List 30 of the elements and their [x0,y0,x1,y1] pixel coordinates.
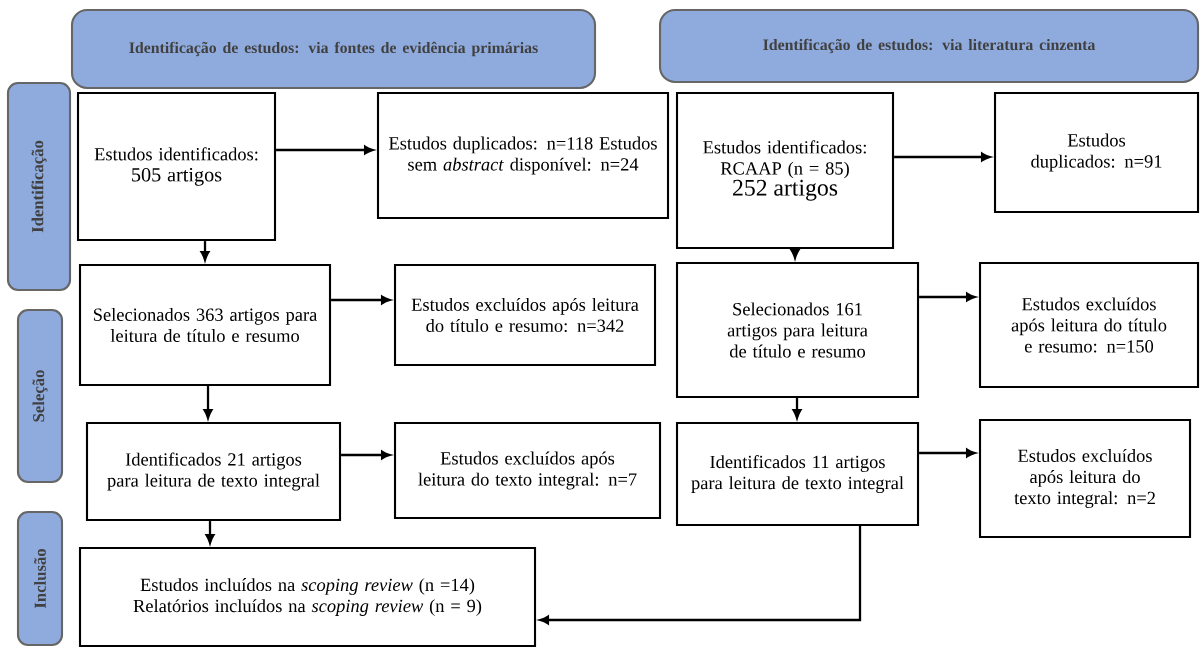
arrow [919,448,976,458]
arrow [203,386,213,419]
process-box: Estudos excluídos após leitura do título e resumo: n=342 [393,263,657,367]
section-header: Identificação de estudos: via literatura cinzenta [658,8,1200,84]
process-box: Estudos excluídos após leitura do texto integral: n=2 [978,418,1192,539]
arrow [539,526,862,625]
process-box: Identificados 11 artigos para leitura de texto integral [675,421,920,527]
process-box: Selecionados 363 artigos para leitura de título e resumo [78,263,332,387]
process-box: Estudos duplicados: n=91 [993,91,1200,214]
section-header: Identificação de estudos: via fontes de evidência primárias [70,8,597,90]
process-box: Estudos incluídos na scoping review (n =14) Relatórios incluídos na scoping review (n = 9) [78,546,537,648]
process-box: Estudos duplicados: n=118 Estudos sem abstract disponível: n=24 [376,91,670,220]
arrow [894,152,991,162]
arrow [790,248,800,259]
process-box: Estudos excluídos após leitura do título e resumo: n=150 [978,261,1200,389]
process-box: Estudos excluídos após leitura do texto integral: n=7 [393,421,662,520]
process-box: Identificados 21 artigos para leitura de texto integral [85,421,342,522]
stage-label: Identificação [6,81,72,292]
process-box: Estudos identificados: 505 artigos [76,91,277,242]
arrow [205,521,215,544]
arrow [200,241,210,261]
arrow [341,450,391,460]
stage-label: Inclusão [16,510,64,647]
arrow [331,295,391,305]
arrow [276,145,374,155]
stage-label: Seleção [16,308,64,484]
arrow [919,292,976,302]
arrow [792,398,802,419]
process-box: Estudos identificados: RCAAP (n = 85) 252 artigos [675,91,895,250]
process-box: Selecionados 161 artigos para leitura de título e resumo [675,261,920,399]
